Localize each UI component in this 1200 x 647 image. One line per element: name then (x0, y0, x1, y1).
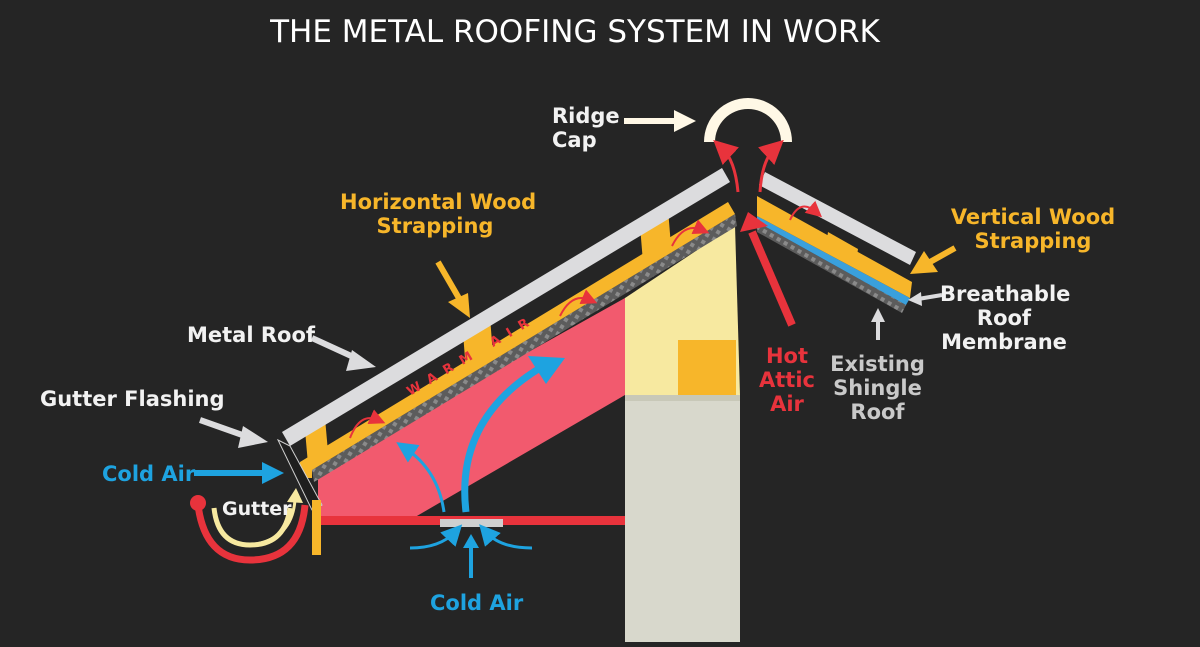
warm-arrow-4 (789, 200, 823, 221)
gutter-arrowhead (287, 488, 303, 503)
breathable-membrane-pointer (917, 293, 943, 301)
left-shingle-layer (312, 214, 737, 482)
soffit-curl-right (479, 524, 533, 550)
cold-air-left-arrowhead (262, 462, 284, 484)
cold-air-attic-small (396, 442, 446, 513)
lower-wall (625, 395, 740, 642)
fascia (312, 500, 321, 555)
right-shingle-layer (757, 222, 906, 313)
right-metal-roof (759, 172, 916, 265)
wall-block (678, 340, 736, 395)
soffit-up-arrowhead (463, 534, 479, 548)
cold-air-left-label: Cold Air (102, 462, 196, 486)
gutter-shape (194, 504, 309, 564)
right-membrane (757, 216, 910, 305)
horizontal-strapping-pointer-head (448, 293, 470, 318)
cold-air-attic-big-head (528, 356, 565, 384)
hot-attic-air-arrowhead (740, 212, 768, 232)
cold-air-attic-big (461, 365, 542, 513)
attic-space (318, 298, 625, 520)
gutter-arrow (249, 499, 297, 547)
warm-arrow-3 (671, 219, 710, 247)
vertical-strapping-pointer (928, 245, 957, 265)
cold-air-bottom-label: Cold Air (430, 591, 524, 615)
gutter-flashing-pointer-head (238, 426, 268, 448)
soffit-curl-left (409, 524, 463, 550)
vertical-strapping-pointer-head (910, 251, 938, 274)
left-strapping (300, 202, 735, 478)
metal-roof-pointer-head (346, 350, 376, 371)
gutter-flashing-strip (276, 438, 323, 511)
ridge-cap-shape (704, 98, 792, 142)
hot-attic-air-arrow (748, 230, 796, 327)
ridge-hot-air-right (758, 139, 784, 193)
gutter-end (190, 495, 206, 511)
ridge-hot-air-left (713, 139, 740, 193)
ridge-cap-pointer-head (674, 110, 696, 132)
horizontal-strapping-pointer (435, 260, 463, 302)
gutter-flashing-label: Gutter Flashing (40, 387, 225, 411)
shingle-pointer-head (871, 308, 885, 322)
gutter-label: Gutter (222, 498, 292, 520)
wall-top-plate (625, 395, 740, 401)
gutter-flashing-pointer (198, 417, 250, 440)
warm-arrow-2 (559, 289, 598, 317)
warm-arrow-1 (349, 409, 386, 439)
page-title: THE METAL ROOFING SYSTEM IN WORK (270, 14, 880, 50)
right-batten (826, 232, 858, 262)
breathable-membrane-pointer-head (908, 292, 922, 306)
metal-roof-label: Metal Roof (187, 323, 316, 347)
soffit-vent (440, 519, 503, 527)
left-metal-roof (282, 168, 730, 446)
